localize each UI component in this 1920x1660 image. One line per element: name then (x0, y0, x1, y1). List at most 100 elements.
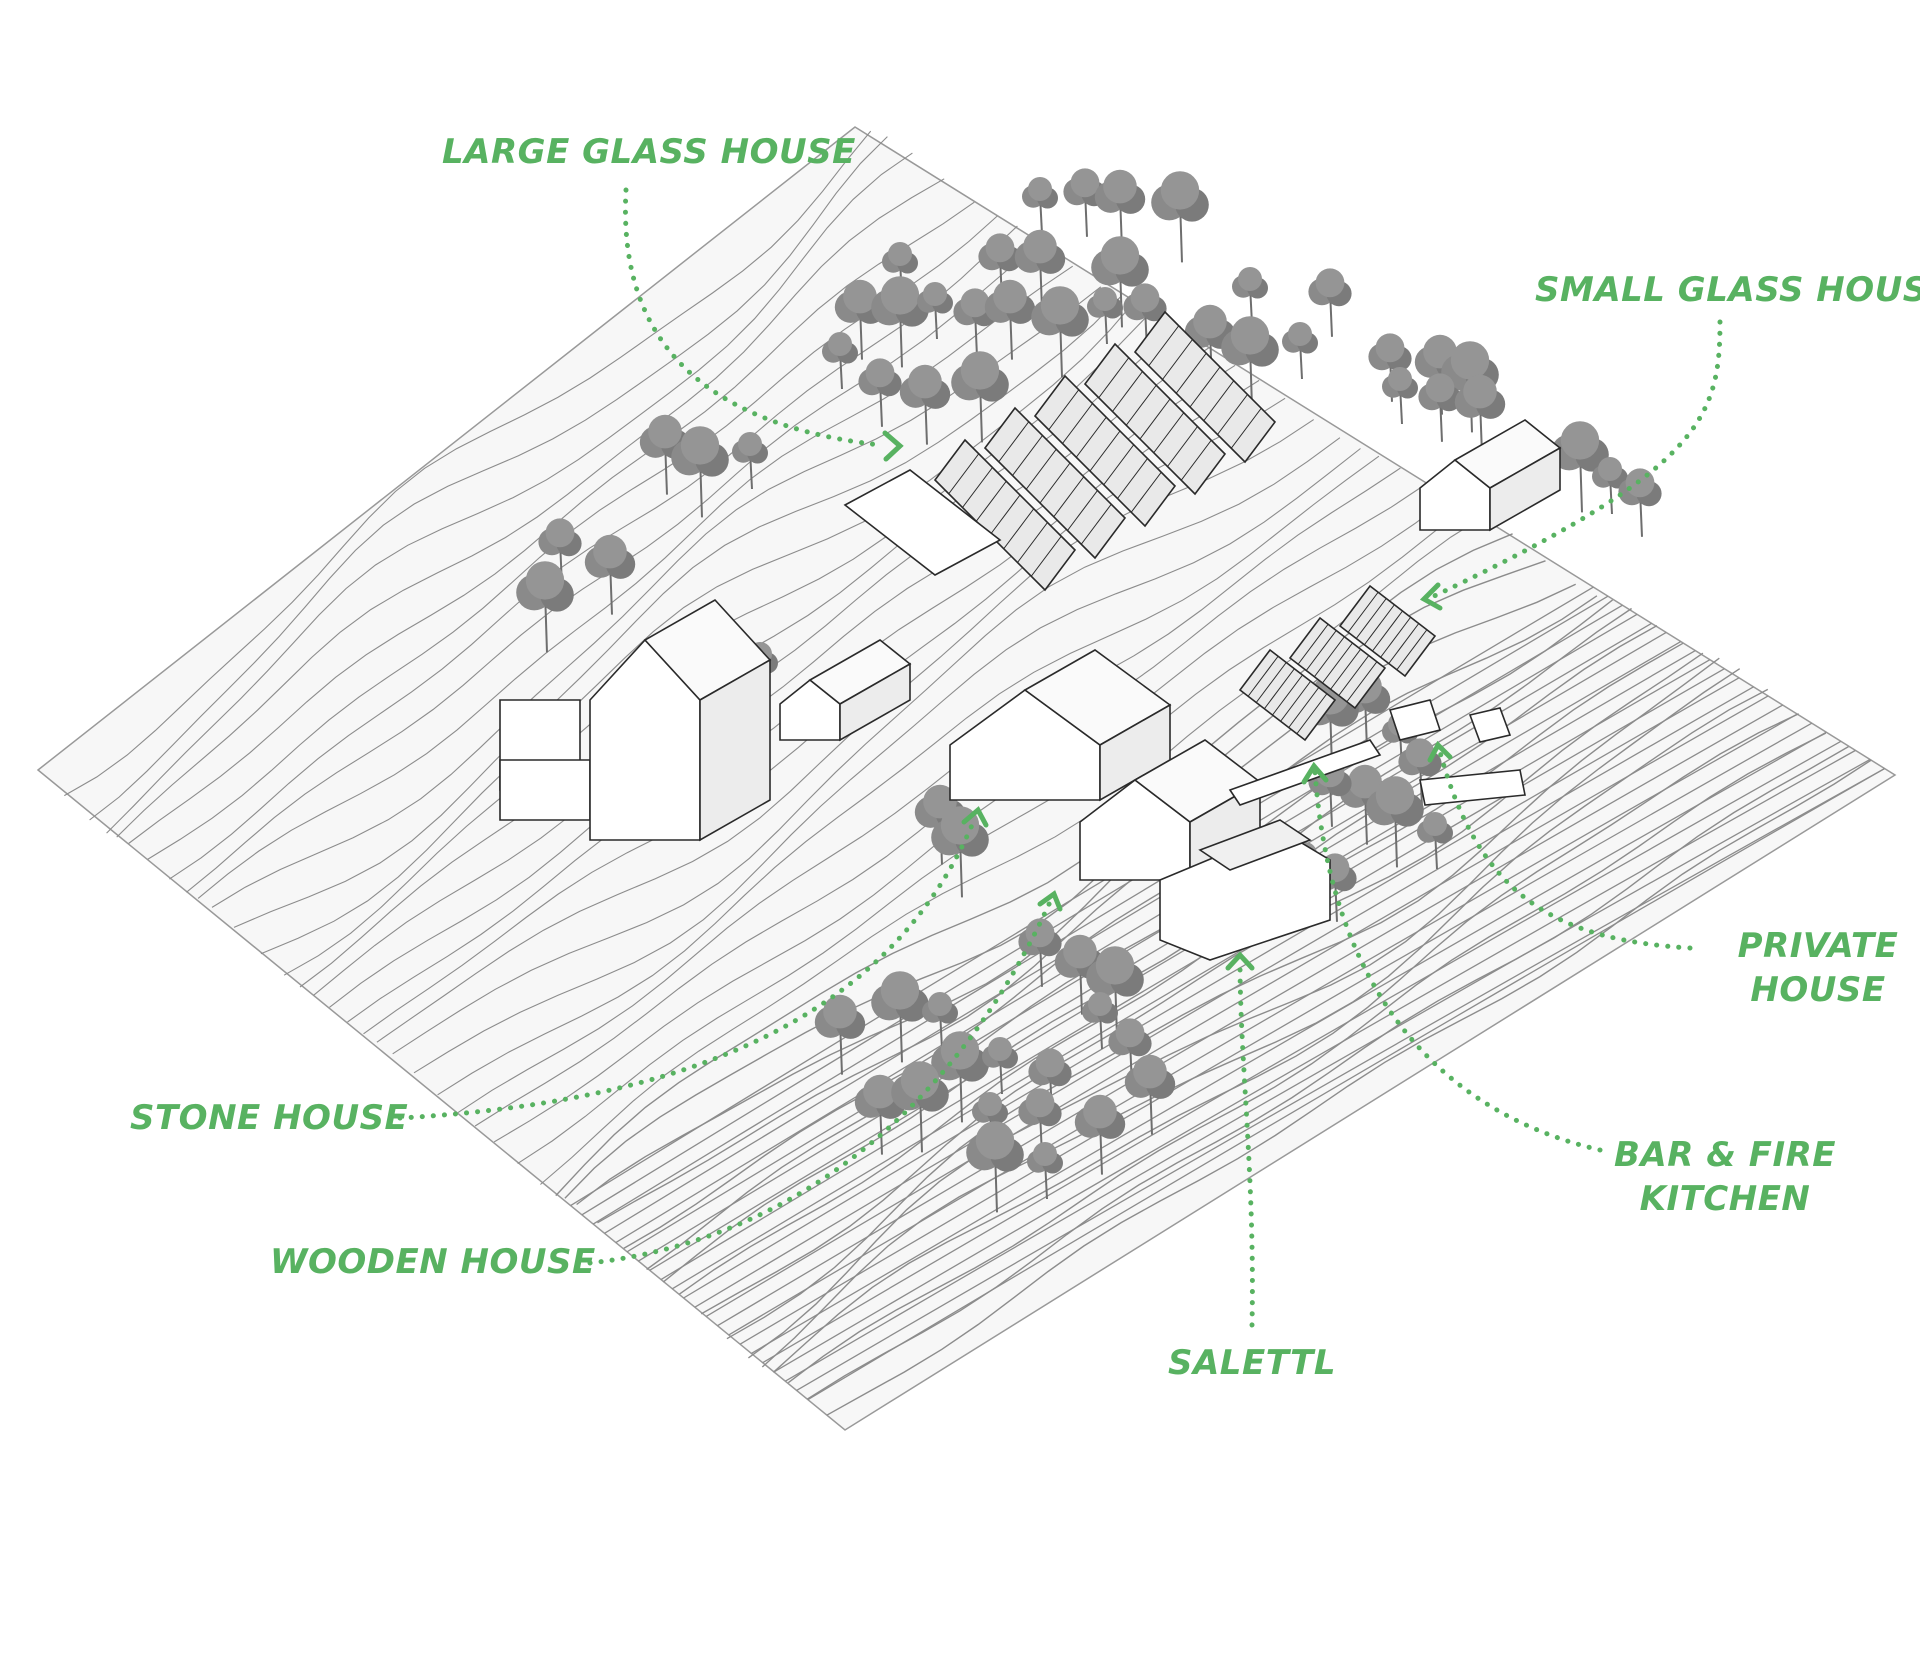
label-text-line-1: PRIVATE (1737, 926, 1899, 966)
tree (1074, 1094, 1126, 1175)
tree-canopy (545, 518, 575, 548)
tree-canopy (863, 1074, 897, 1109)
tree (951, 351, 1009, 443)
glass-mullion (1167, 426, 1198, 467)
barn-main (589, 598, 772, 842)
contour-line (106, 152, 913, 834)
glass-mullion (1297, 623, 1329, 665)
contour-line (761, 688, 1769, 1368)
glass-mullion (1263, 668, 1295, 710)
large-glass-house (933, 310, 1277, 592)
glass-mullion (975, 480, 1007, 522)
tree-canopy (1560, 421, 1600, 460)
tree-canopy (993, 279, 1027, 314)
leader-stone-house (397, 806, 989, 1121)
glass-mullion (1346, 661, 1378, 703)
leader-private-house-arrowhead (1427, 740, 1453, 763)
kitchen-hut (1468, 707, 1512, 743)
tree (1018, 1088, 1062, 1157)
contour-line (581, 595, 1609, 1216)
glass-mullion (1153, 412, 1185, 454)
tree-canopy (648, 414, 682, 449)
contour-line (437, 455, 1380, 1096)
tree (1151, 171, 1209, 263)
tree-canopy (985, 233, 1015, 263)
tree-canopy (1028, 177, 1052, 201)
glass-mullion (1372, 610, 1403, 652)
contour-line (751, 731, 1827, 1354)
tree-canopy (823, 994, 857, 1029)
tree-canopy (1088, 992, 1112, 1016)
tree-canopy (593, 534, 627, 569)
glass-mullion (1080, 503, 1112, 545)
tree (516, 561, 574, 653)
contour-line (517, 505, 1468, 1165)
label-text: SMALL GLASS HOUSE (1535, 270, 1920, 310)
glass-mullion (1125, 384, 1157, 426)
glass-mullion (1189, 366, 1221, 408)
contour-line (700, 652, 1704, 1315)
tree-canopy (880, 971, 920, 1010)
tree-canopy (680, 426, 720, 465)
tree-canopy (1238, 267, 1262, 291)
glass-mullion (1255, 662, 1287, 703)
tree (1028, 1048, 1072, 1117)
tree-canopy (738, 432, 762, 456)
leader-lines (397, 187, 1723, 1328)
glass-mullion (1322, 642, 1353, 684)
glass-mullion (1288, 687, 1320, 728)
leader-large-glass-house (622, 187, 904, 462)
tree-canopy (828, 332, 852, 356)
terrace-wall (1228, 739, 1382, 806)
tree-canopy (1193, 304, 1227, 339)
tree (1417, 812, 1453, 870)
tree (732, 432, 768, 490)
bar-kitchen (1388, 699, 1442, 741)
tree-canopy (1375, 776, 1415, 815)
leader-wooden-house-arrowhead (1037, 890, 1063, 912)
tree-canopy (1463, 374, 1497, 409)
tree (1031, 286, 1089, 378)
tree (834, 279, 886, 360)
tree-canopy (1033, 1142, 1057, 1166)
tree (966, 1121, 1024, 1213)
glass-mullion (1305, 630, 1337, 671)
leader-small-glass-house (1419, 319, 1723, 611)
tree (1368, 333, 1412, 402)
glass-mullion (1380, 616, 1412, 658)
tree-canopy (978, 1092, 1002, 1116)
contour-line (705, 695, 1769, 1318)
glass-mullion (1396, 629, 1428, 671)
glass-mullion (1053, 476, 1085, 518)
tree (1592, 457, 1628, 515)
tree (1232, 267, 1268, 325)
glass-mullion (1363, 604, 1395, 646)
tree-canopy (975, 1121, 1015, 1160)
glass-mullion (1180, 439, 1212, 481)
contour-line (211, 286, 1102, 908)
barn-main-side (699, 658, 771, 842)
leader-private-house (1427, 740, 1693, 951)
glass-mullion (1012, 435, 1043, 476)
salettl (1159, 819, 1331, 961)
tree (1108, 1018, 1152, 1087)
tree-canopy (1230, 316, 1270, 355)
contour-line (784, 758, 1871, 1382)
tree-canopy (940, 1031, 980, 1070)
tree (1282, 322, 1318, 380)
glass-mullion (998, 421, 1030, 463)
contour-line (683, 677, 1740, 1299)
tree-canopy (1025, 918, 1055, 948)
tree (972, 1092, 1008, 1150)
glass-mullion (1062, 403, 1093, 444)
leader-wooden-house (587, 890, 1063, 1266)
tree (1027, 1142, 1063, 1200)
contour-line (678, 642, 1684, 1295)
contour-line (555, 533, 1513, 1197)
glass-mullion (1347, 591, 1379, 633)
contour-line (615, 622, 1652, 1244)
tree (1418, 373, 1462, 442)
label-wooden-house: WOODEN HOUSE (270, 1240, 595, 1284)
label-large-glass-house: LARGE GLASS HOUSE (442, 130, 856, 174)
tree (984, 279, 1036, 360)
